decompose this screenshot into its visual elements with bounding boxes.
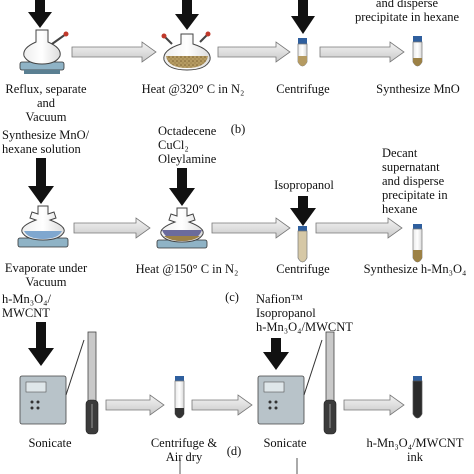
row2-input-arrow bbox=[28, 158, 54, 204]
product-tube-icon bbox=[412, 376, 423, 419]
input-label: Octadecene CuCl₂ Oleylamine bbox=[158, 124, 217, 166]
panel-label: (b) bbox=[230, 122, 246, 136]
sonicator-icon bbox=[19, 331, 99, 435]
step-label: Centrifuge bbox=[276, 262, 330, 276]
row3-input-arrow bbox=[263, 338, 289, 370]
process-arrow bbox=[217, 41, 291, 63]
step-label: Reflux, separate and Vacuum bbox=[5, 82, 87, 124]
step-label: Evaporate under Vacuum bbox=[4, 261, 88, 289]
row3-input-arrow bbox=[28, 322, 54, 366]
input-label: Decant supernatant and disperse precipit… bbox=[382, 146, 448, 216]
step-label: Heat @320° C in N₂ bbox=[141, 82, 245, 96]
process-arrow bbox=[71, 41, 157, 63]
row2-input-arrow bbox=[290, 196, 316, 226]
process-arrow bbox=[73, 217, 151, 239]
centrifuge-tube-icon bbox=[297, 38, 308, 67]
process-arrow bbox=[211, 217, 291, 239]
row1-decant-note: and disperse precipitate in hexane bbox=[354, 0, 460, 24]
input-label: Nafion™ Isopropanol h-Mn₃O₄/MWCNT bbox=[256, 292, 353, 334]
reflux-flask-icon bbox=[19, 29, 69, 74]
row1-input-arrow bbox=[291, 0, 315, 34]
centrifuge-tube-icon bbox=[297, 226, 308, 263]
product-tube-icon bbox=[412, 36, 423, 67]
step-label: Centrifuge bbox=[276, 82, 330, 96]
evaporate-flask-icon bbox=[17, 205, 69, 248]
step-label: Sonicate bbox=[28, 436, 72, 450]
sonicator-icon bbox=[257, 331, 337, 435]
process-arrow bbox=[315, 217, 403, 239]
process-arrow bbox=[191, 394, 253, 416]
centrifuge-tube-icon bbox=[174, 376, 185, 419]
input-label: Isopropanol bbox=[274, 178, 334, 192]
step-label: Heat @150° C in N₂ bbox=[135, 262, 239, 276]
panel-label: (c) bbox=[225, 290, 239, 304]
heat-flask-icon bbox=[161, 31, 211, 71]
step-label: Sonicate bbox=[263, 436, 307, 450]
panel-label: (d) bbox=[226, 444, 242, 458]
step-label: Synthesize MnO bbox=[376, 82, 460, 96]
row1-input-arrow bbox=[175, 0, 199, 30]
heat-flask-icon bbox=[156, 207, 208, 249]
row2-input-arrow bbox=[169, 168, 195, 206]
process-arrow bbox=[343, 394, 405, 416]
input-label: h-Mn₃O₄/ MWCNT bbox=[2, 292, 51, 320]
input-label: Synthesize MnO/ hexane solution bbox=[2, 128, 90, 156]
step-label: Synthesize h-Mn₃O₄ bbox=[363, 262, 467, 276]
process-arrow bbox=[319, 41, 405, 63]
process-arrow bbox=[105, 394, 165, 416]
row1-input-arrow bbox=[28, 0, 52, 28]
product-tube-icon bbox=[412, 224, 423, 263]
step-label: h-Mn₃O₄/MWCNT ink bbox=[366, 436, 464, 464]
step-label: Centrifuge & Air dry bbox=[150, 436, 218, 464]
